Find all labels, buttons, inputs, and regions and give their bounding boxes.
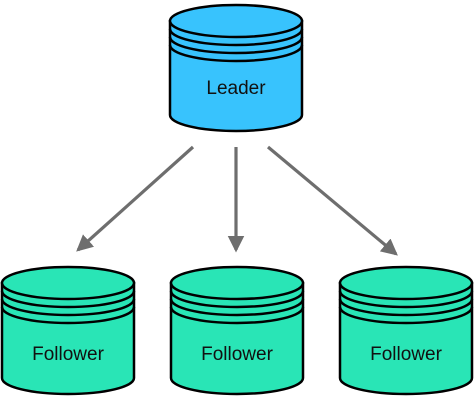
follower-node-3[interactable]: Follower bbox=[338, 265, 474, 396]
follower-3-band-1 bbox=[338, 290, 474, 309]
leader-band-2 bbox=[168, 36, 304, 55]
database-cylinder-icon bbox=[169, 265, 305, 396]
leader-label: Leader bbox=[206, 78, 266, 99]
follower-1-cylinder-top bbox=[0, 265, 136, 301]
follower-2-cylinder-body bbox=[169, 281, 305, 396]
follower-2-band-1 bbox=[169, 290, 305, 309]
leader-band-1 bbox=[168, 28, 304, 47]
leader-cylinder-body bbox=[168, 19, 304, 133]
follower-1-cylinder-body bbox=[0, 281, 136, 396]
follower-2-cylinder-top bbox=[169, 265, 305, 301]
arrow-leader-to-follower-3 bbox=[266, 145, 398, 256]
follower-node-2[interactable]: Follower bbox=[169, 265, 305, 396]
follower-3-cylinder-top bbox=[338, 265, 474, 301]
follower-2-band-3 bbox=[169, 306, 305, 325]
follower-3-label: Follower bbox=[370, 344, 442, 365]
database-cylinder-icon bbox=[0, 265, 136, 396]
database-cylinder-icon bbox=[168, 3, 304, 133]
follower-1-band-3 bbox=[0, 306, 136, 325]
leader-node[interactable]: Leader bbox=[168, 3, 304, 133]
follower-1-label: Follower bbox=[32, 344, 104, 365]
follower-1-band-2 bbox=[0, 298, 136, 317]
follower-2-band-2 bbox=[169, 298, 305, 317]
arrow-leader-to-follower-1 bbox=[76, 145, 195, 252]
replication-arrows bbox=[76, 145, 398, 256]
leader-band-3 bbox=[168, 44, 304, 63]
database-cylinder-icon bbox=[338, 265, 474, 396]
follower-node-1[interactable]: Follower bbox=[0, 265, 136, 396]
follower-1-band-1 bbox=[0, 290, 136, 309]
leader-cylinder-top bbox=[168, 3, 304, 39]
follower-2-label: Follower bbox=[201, 344, 273, 365]
follower-3-band-2 bbox=[338, 298, 474, 317]
follower-3-band-3 bbox=[338, 306, 474, 325]
follower-3-cylinder-body bbox=[338, 281, 474, 396]
